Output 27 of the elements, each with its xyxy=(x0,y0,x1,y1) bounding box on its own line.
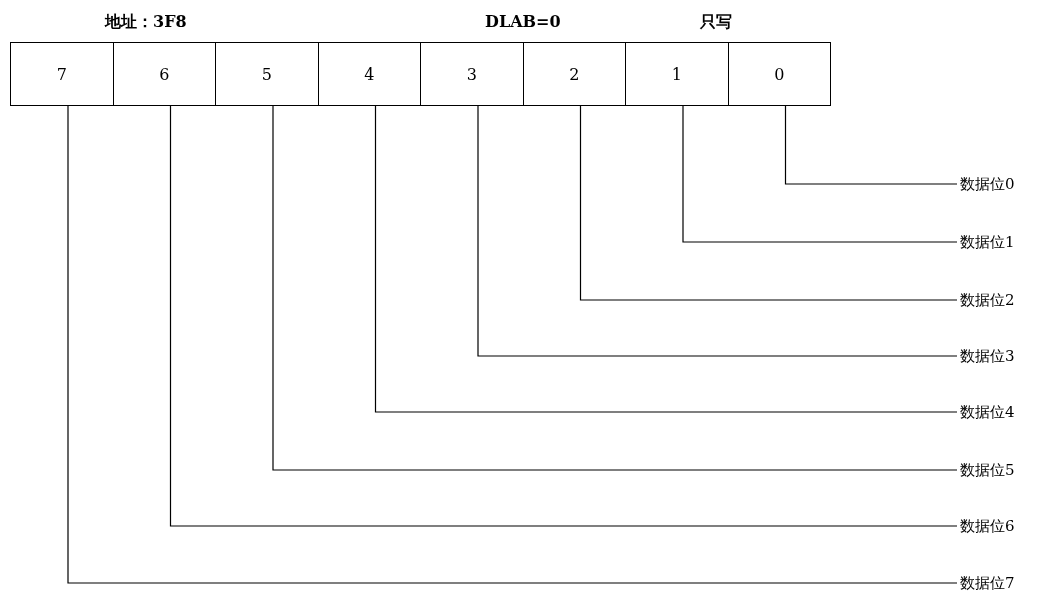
register-annotation: 地址：3F8 xyxy=(105,12,187,32)
leader-line xyxy=(579,105,958,301)
bit-description: 数据位0 xyxy=(960,174,1015,194)
register-bit-cell: 1 xyxy=(625,42,729,106)
register-bit-cell: 6 xyxy=(112,42,216,106)
register-bit-cell: 0 xyxy=(727,42,831,106)
leader-line xyxy=(784,105,958,185)
leader-line xyxy=(374,105,958,413)
bit-description: 数据位3 xyxy=(960,346,1015,366)
register-annotation: 只写 xyxy=(700,12,732,32)
register-bit-cell: 2 xyxy=(522,42,626,106)
leader-line xyxy=(169,105,958,527)
bit-description: 数据位1 xyxy=(960,232,1015,252)
leader-line xyxy=(682,105,958,243)
bit-description: 数据位2 xyxy=(960,290,1015,310)
leader-line xyxy=(477,105,958,357)
leader-line xyxy=(67,105,958,584)
bit-description: 数据位7 xyxy=(960,573,1015,593)
register-annotation: DLAB=0 xyxy=(485,12,561,32)
bit-description: 数据位6 xyxy=(960,516,1015,536)
bit-description: 数据位5 xyxy=(960,460,1015,480)
register-bit-cell: 3 xyxy=(420,42,524,106)
register-bit-cell: 4 xyxy=(317,42,421,106)
register-bit-cell: 7 xyxy=(10,42,114,106)
register-bit-cell: 5 xyxy=(215,42,319,106)
bit-description: 数据位4 xyxy=(960,402,1015,422)
leader-line xyxy=(272,105,958,471)
